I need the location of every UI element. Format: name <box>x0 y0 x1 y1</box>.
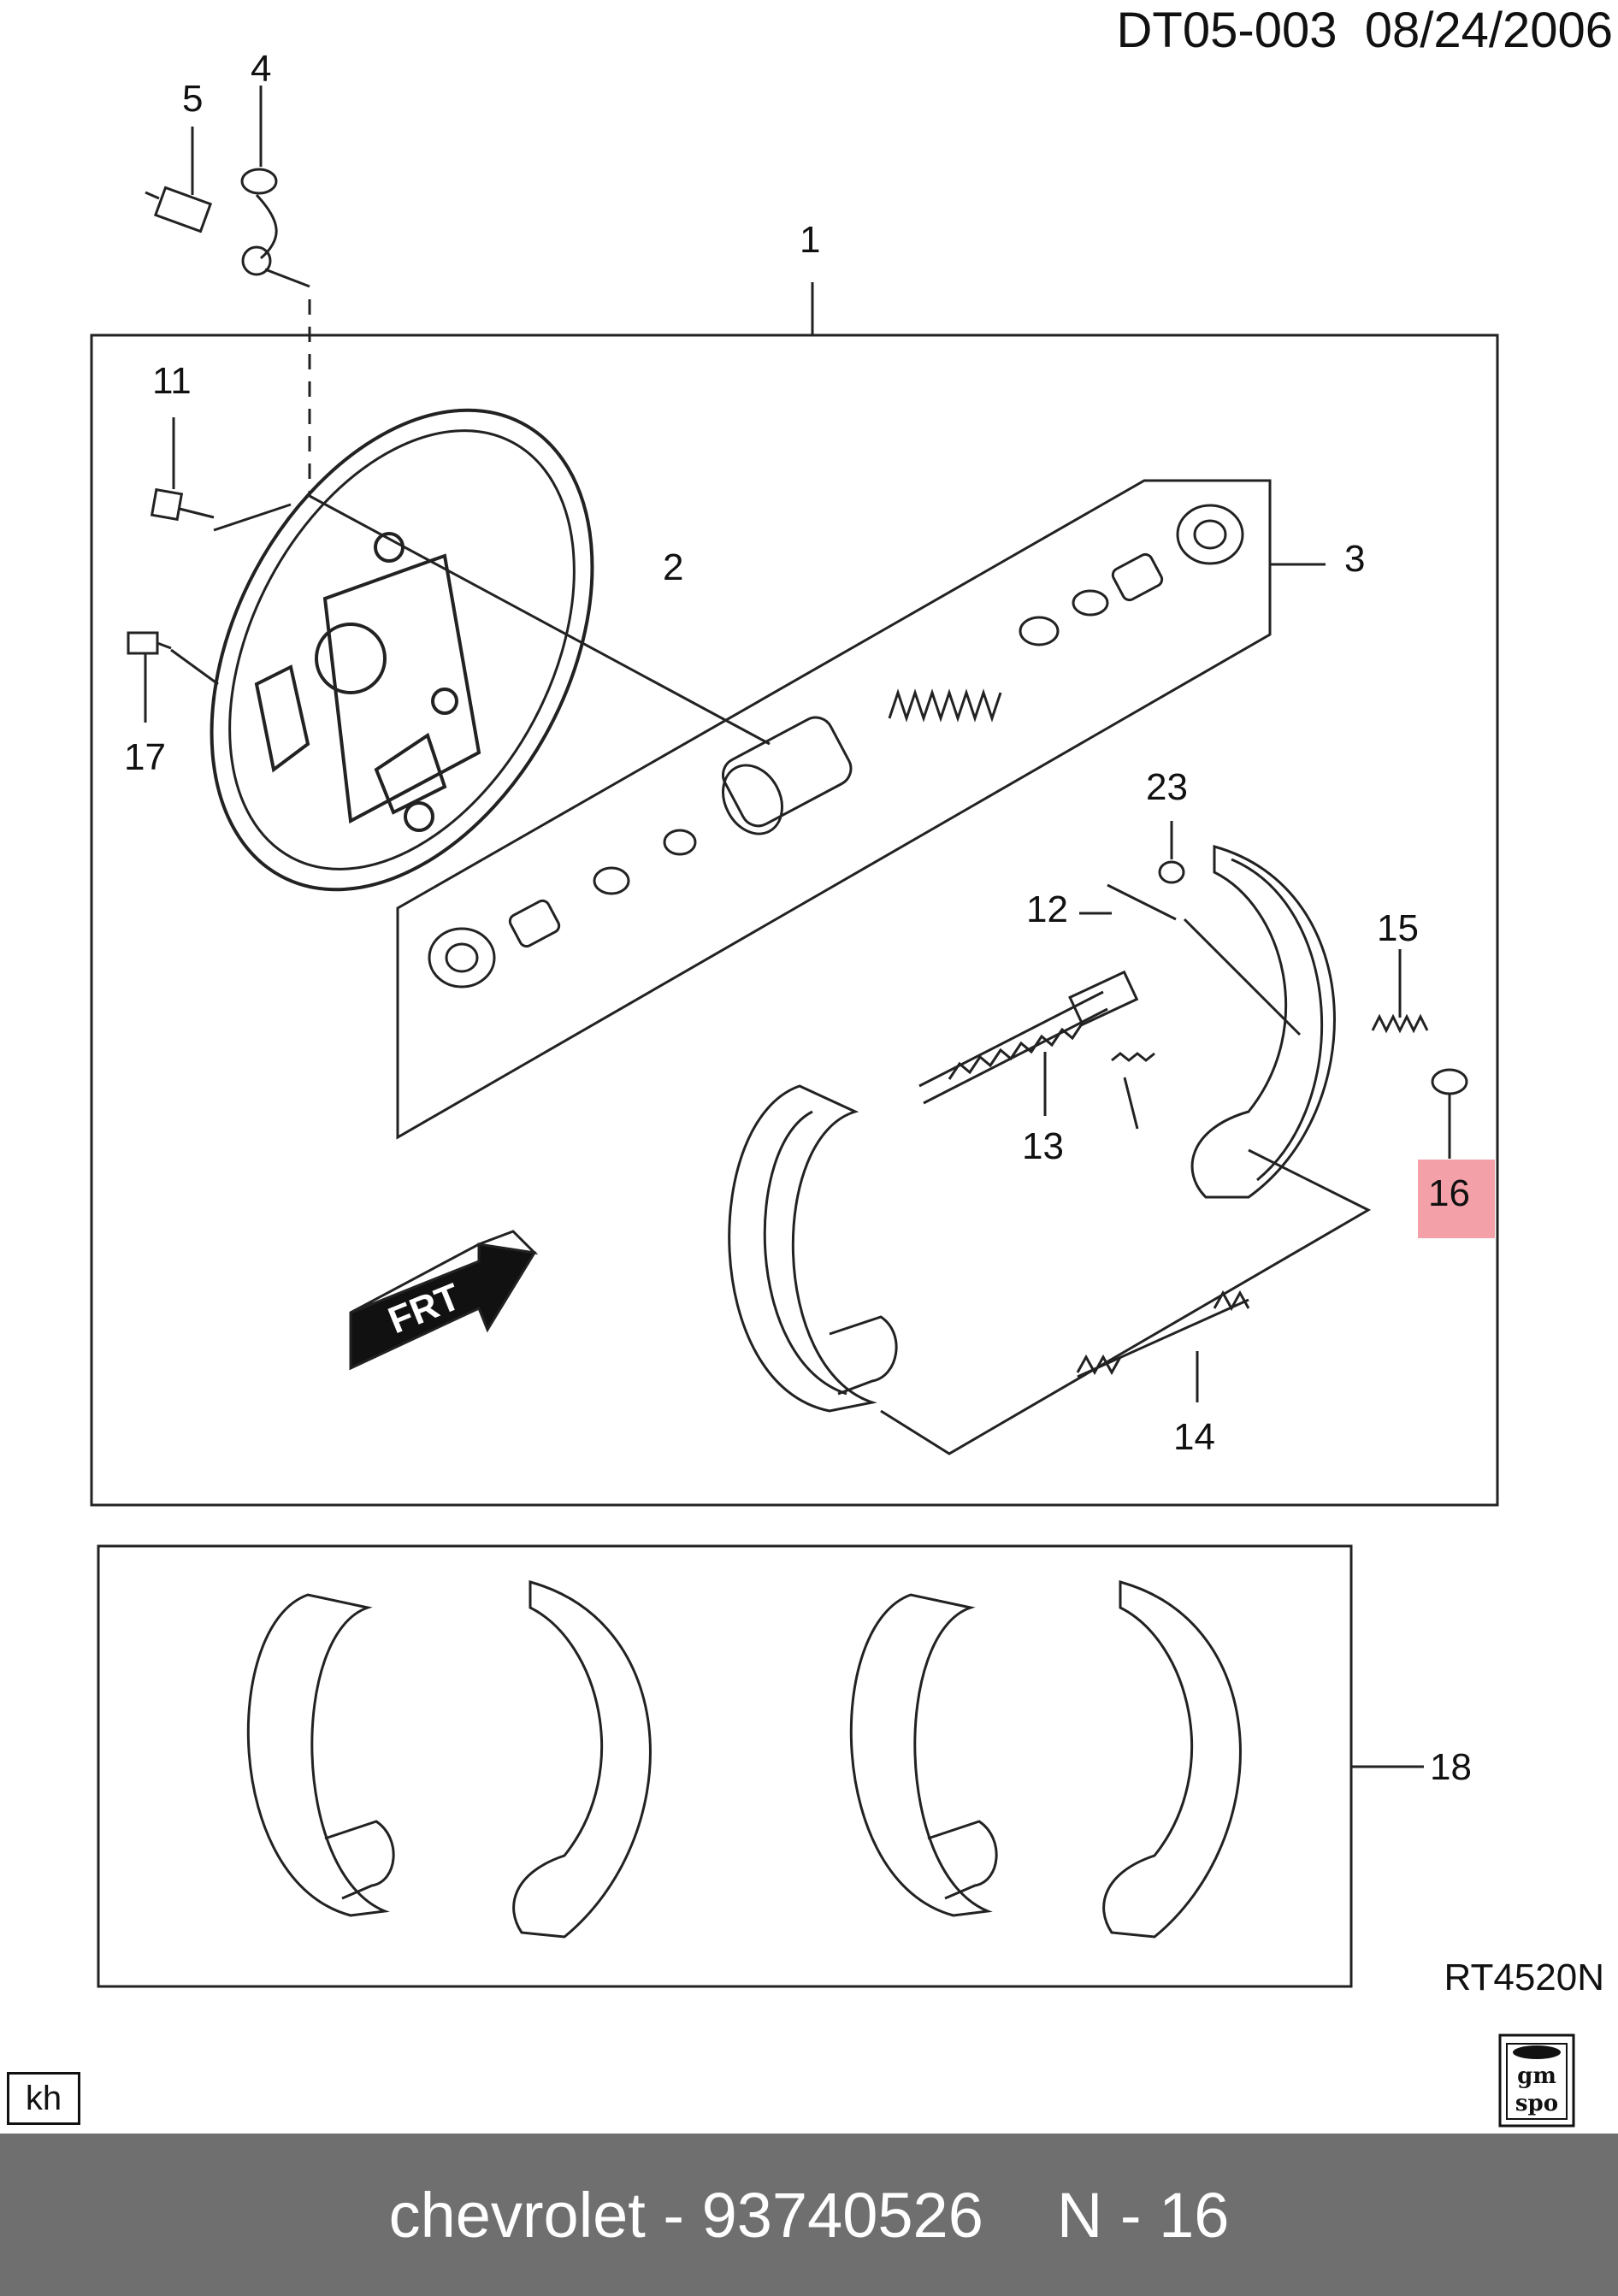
callout-2: 2 <box>663 546 683 588</box>
wheel-cylinder <box>722 716 853 835</box>
callout-1: 1 <box>800 219 820 261</box>
callout-3: 3 <box>1344 538 1365 580</box>
shoe-kit-shoes <box>246 1580 1242 1939</box>
fitting-5 <box>145 186 213 233</box>
backing-plate <box>210 408 594 892</box>
brake-shoe-lined <box>728 1084 898 1413</box>
callout-15: 15 <box>1377 907 1419 949</box>
logo-text-top: gm <box>1517 2063 1556 2089</box>
brake-exploded-diagram: FRT <box>90 48 1499 1988</box>
callout-4: 4 <box>251 48 271 90</box>
footer-text-row: chevrolet - 93740526 N - 16 <box>389 2179 1230 2252</box>
bleeder-17 <box>127 631 219 686</box>
logo-text-bottom: spo <box>1515 2091 1558 2116</box>
callout-16-highlight <box>1418 1160 1495 1238</box>
frt-arrow <box>349 1230 539 1371</box>
doc-id: DT05-003 <box>1116 3 1338 58</box>
callout-11: 11 <box>152 360 192 402</box>
callout-13: 13 <box>1022 1125 1064 1167</box>
cylinder-spring <box>888 688 1002 723</box>
wheel-cylinder-frame <box>396 479 1272 1140</box>
callout-18: 18 <box>1430 1746 1472 1788</box>
callout-23: 23 <box>1146 766 1188 808</box>
reference-code: RT4520N <box>1444 1957 1604 1998</box>
callout-14: 14 <box>1173 1416 1215 1458</box>
pin-12 <box>1107 883 1177 921</box>
retainer-16 <box>1431 1068 1468 1095</box>
gm-spo-logo: gm spo <box>1498 2033 1575 2128</box>
callout-16: 16 <box>1428 1172 1470 1214</box>
footer-bar: chevrolet - 93740526 N - 16 <box>0 2134 1618 2296</box>
document-header: DT05-003 08/24/2006 <box>1117 2 1613 59</box>
shoe-kit-frame <box>97 1544 1353 1988</box>
callout-5: 5 <box>182 78 203 120</box>
adjuster-13 <box>918 970 1155 1130</box>
callout-labels: 1 2 3 4 5 11 12 13 14 15 16 17 18 23 <box>124 48 1472 1788</box>
spring-14 <box>1076 1290 1250 1376</box>
bolt-11 <box>150 487 292 532</box>
footer-part-label: chevrolet - 93740526 <box>388 2179 983 2251</box>
washer-23 <box>1158 860 1185 884</box>
brake-shoe-right <box>1190 845 1336 1199</box>
hose-4 <box>240 168 278 276</box>
callout-17: 17 <box>124 736 166 778</box>
assembly-frame <box>90 333 1499 1507</box>
footer-page-label: N - 16 <box>1056 2179 1230 2251</box>
kh-badge: kh <box>7 2072 80 2125</box>
callout-12: 12 <box>1026 888 1068 930</box>
spring-15 <box>1371 1013 1429 1034</box>
doc-date: 08/24/2006 <box>1364 3 1613 58</box>
